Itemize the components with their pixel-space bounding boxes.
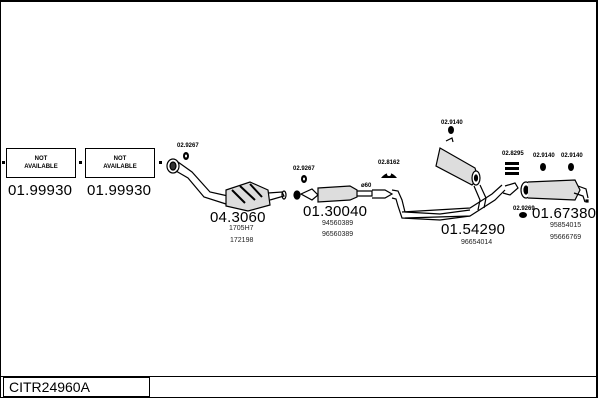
part-number[interactable]: 01.99930: [8, 182, 73, 199]
rubber-mount-icon: [568, 163, 574, 171]
reference-number: 95854015: [550, 222, 582, 229]
gasket-icon: [519, 212, 527, 218]
reference-number: 1705H7: [229, 225, 254, 232]
part-number[interactable]: 04.3060: [210, 209, 266, 226]
part-number[interactable]: 01.30040: [303, 203, 368, 220]
fitting-label[interactable]: ø60: [361, 183, 372, 189]
gasket-icon: [183, 152, 189, 160]
fitting-label[interactable]: 02.9267: [177, 143, 199, 149]
reference-number: 94560389: [322, 220, 354, 227]
fitting-label[interactable]: 02.8162: [378, 160, 400, 166]
rubber-mount-icon: [540, 163, 546, 171]
reference-number: 172198: [230, 237, 254, 244]
part-number[interactable]: 01.67380: [532, 205, 597, 222]
fitting-label[interactable]: 02.8295: [502, 151, 524, 157]
rear-silencer-icon: [520, 179, 589, 203]
connector-dot: [2, 161, 5, 164]
front-silencer-icon: [293, 185, 471, 221]
connector-dot: [159, 161, 162, 164]
fitting-label[interactable]: 02.9140: [561, 153, 583, 159]
hanger-icon: [505, 162, 519, 175]
hanger-icon: [381, 172, 397, 178]
fitting-label[interactable]: 02.9269: [513, 206, 535, 212]
connector-dot: [79, 161, 82, 164]
footer-divider: [1, 376, 598, 377]
document-code: CITR24960A: [3, 377, 150, 397]
rubber-mount-icon: [448, 126, 454, 134]
reference-number: 96560389: [322, 231, 354, 238]
reference-number: 96654014: [461, 239, 493, 246]
part-number[interactable]: 01.54290: [441, 221, 506, 238]
middle-silencer-icon: [401, 137, 519, 219]
fitting-label[interactable]: 02.9140: [533, 153, 555, 159]
catalytic-converter-icon: [166, 158, 287, 212]
fitting-label[interactable]: 02.9140: [441, 120, 463, 126]
gasket-icon: [301, 175, 307, 183]
part-number[interactable]: 01.99930: [87, 182, 152, 199]
reference-number: 95666769: [550, 234, 582, 241]
fitting-label[interactable]: 02.9267: [293, 166, 315, 172]
